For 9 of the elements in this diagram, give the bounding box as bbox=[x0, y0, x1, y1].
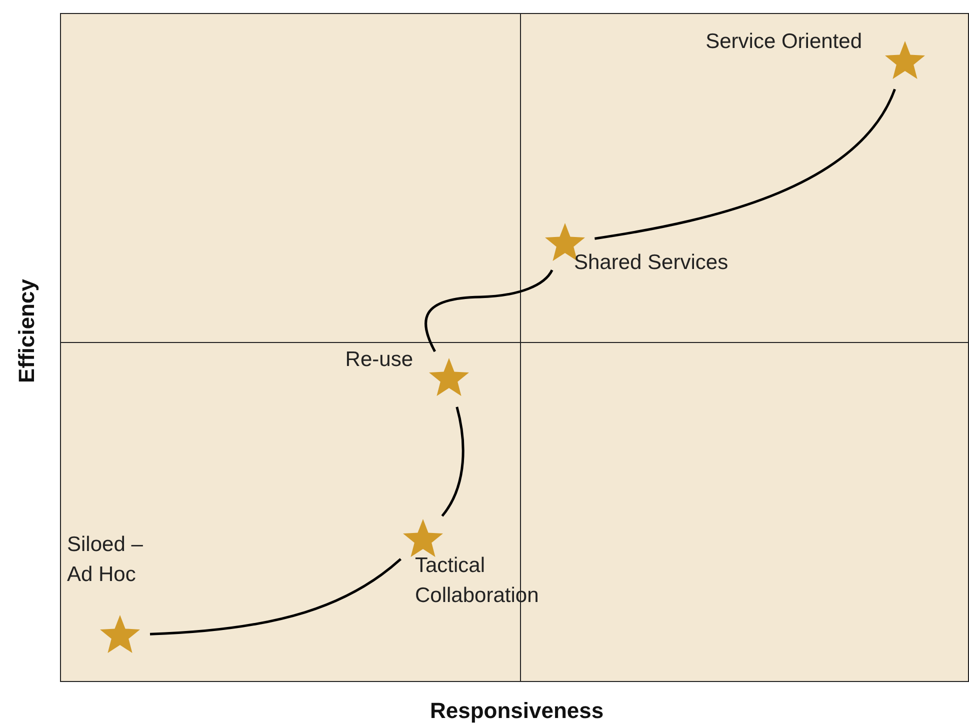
stage-label: Re-use bbox=[344, 347, 413, 373]
curve-connector bbox=[150, 558, 402, 636]
curve-connector bbox=[424, 269, 554, 352]
axis-title: Responsiveness bbox=[430, 698, 604, 724]
stage-label: Siloed – Ad Hoc bbox=[67, 532, 144, 588]
stage-label: Service Oriented bbox=[704, 29, 862, 55]
axis-title: Efficiency bbox=[14, 278, 40, 385]
curve-connector bbox=[594, 88, 896, 240]
stage-label: Shared Services bbox=[574, 250, 730, 276]
